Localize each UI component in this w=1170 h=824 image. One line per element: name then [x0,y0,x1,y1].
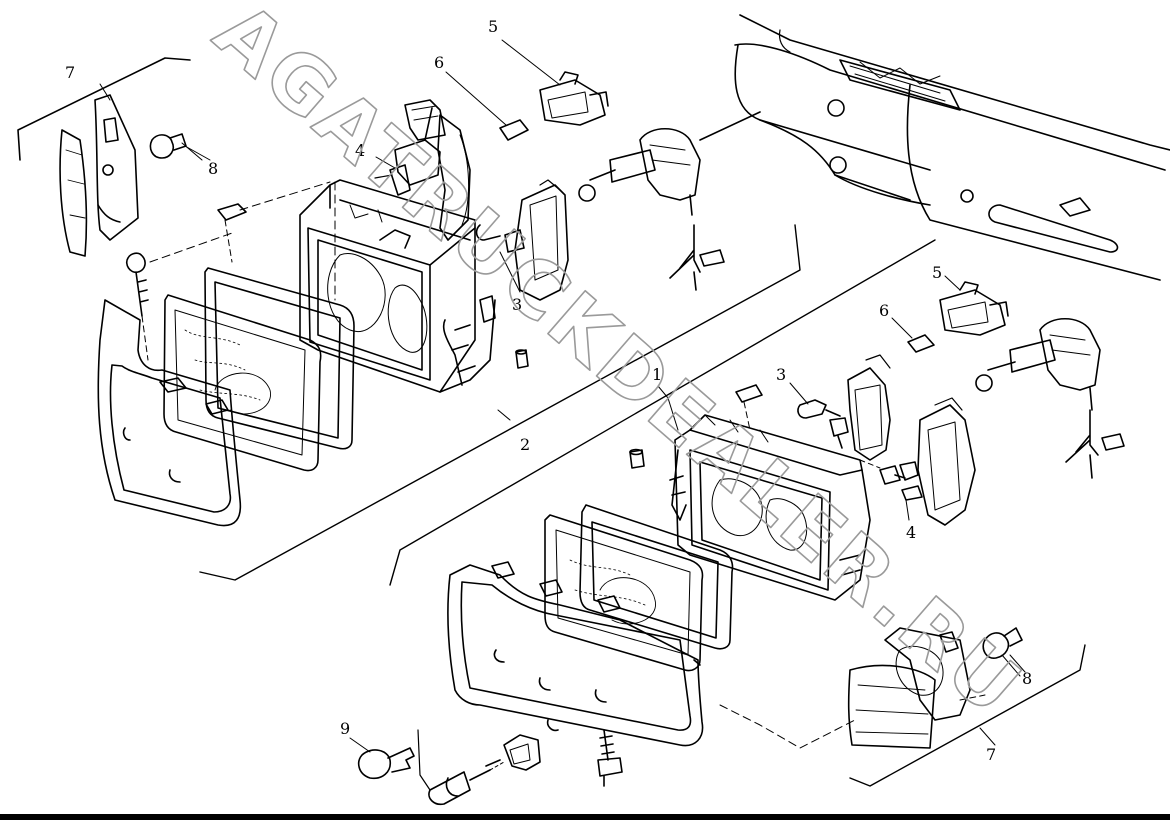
callout-6-lower: 6 [879,301,889,320]
watermark: AGATRUCKDEALER.RU [198,0,1040,735]
callout-4-upper: 4 [355,141,365,160]
callout-9: 9 [340,719,350,738]
callout-2: 2 [520,435,530,454]
callout-7-lower: 7 [986,745,996,764]
callout-7-upper: 7 [65,63,75,82]
callout-8-lower: 8 [1022,669,1032,688]
callout-5-upper: 5 [488,17,498,36]
callout-3-upper: 3 [512,295,522,314]
lower-headlamp-assembly [357,239,1125,806]
upper-headlamp-assembly [17,57,801,581]
bottom-border [0,814,1170,820]
truck-bumper [734,14,1170,281]
callout-5-lower: 5 [932,263,942,282]
callout-3-lower: 3 [776,365,786,384]
leader-lines [99,39,1026,753]
callout-4-lower: 4 [906,523,916,542]
callout-1: 1 [652,365,662,384]
callout-6-upper: 6 [434,53,444,72]
callouts: 5 6 7 8 4 3 2 5 6 3 1 4 8 7 9 [65,17,1032,764]
callout-8-upper: 8 [208,159,218,178]
